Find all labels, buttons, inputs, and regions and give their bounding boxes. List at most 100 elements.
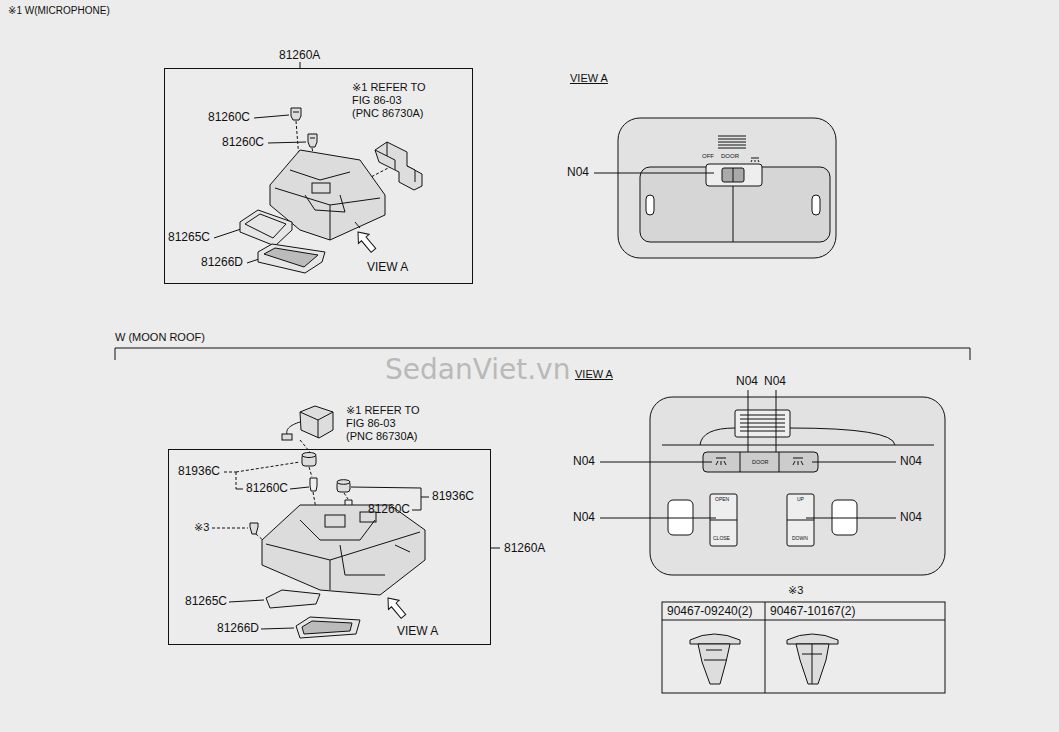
console-view <box>710 520 737 521</box>
callout-label: N04 <box>900 511 922 524</box>
dashed-leader <box>300 440 310 452</box>
lamp-icon <box>751 158 759 162</box>
callout-label: 81936C <box>432 490 474 503</box>
dashed-leader <box>236 462 300 472</box>
leader-line <box>229 600 264 602</box>
view-arrow <box>353 228 379 255</box>
callout-label: ※1 REFER TO FIG 86-03 (PNC 86730A) <box>352 81 428 120</box>
leader-line <box>421 497 429 498</box>
lens-part <box>296 617 360 638</box>
lens-part <box>266 590 360 638</box>
bulb-socket <box>302 453 350 493</box>
leader-line <box>806 518 896 519</box>
lamp-icon <box>716 458 803 465</box>
vent-lines <box>718 142 746 143</box>
leader-line <box>594 173 714 174</box>
leader-line <box>421 488 422 510</box>
clip-part <box>250 523 258 534</box>
callout-label: N04 <box>900 455 922 468</box>
console-view <box>735 410 790 437</box>
microphone-connector <box>282 434 292 440</box>
leader-line <box>268 142 306 143</box>
callout-label: W (MOON ROOF) <box>115 331 205 343</box>
vent-lines <box>740 415 785 431</box>
callout-label: ※3 <box>194 521 209 533</box>
leader-line <box>351 487 421 488</box>
vent-lines <box>740 419 785 420</box>
console-view <box>650 397 945 575</box>
clip-part <box>698 644 730 684</box>
callout-label: VIEW A <box>570 72 608 84</box>
vent-lines <box>718 139 746 140</box>
bulb-part <box>308 134 317 147</box>
callout-label: N04 <box>567 166 589 179</box>
clip-part <box>250 523 258 534</box>
vent-lines <box>740 423 785 424</box>
microphone-connector <box>375 142 395 170</box>
lens-part <box>240 210 292 246</box>
bulb-socket <box>337 480 350 485</box>
lamp-icon <box>793 458 803 465</box>
lamp-icon <box>716 458 726 465</box>
leader-line <box>491 548 500 549</box>
callout-label: 81260C <box>208 111 250 124</box>
callout-label: 81260C <box>222 136 264 149</box>
dashed-leader <box>344 493 348 499</box>
vent-lines <box>718 145 746 146</box>
bulb-part <box>291 108 301 120</box>
clip-part <box>802 644 822 684</box>
console-view <box>640 167 830 242</box>
part-frame: 81260A <box>164 68 473 284</box>
callout-label: 81265C <box>185 595 227 608</box>
callout-label: 81260C <box>368 503 410 516</box>
console-housing <box>312 183 330 193</box>
bulb-socket <box>302 453 316 458</box>
clip-table <box>662 602 945 693</box>
callout-label: 90467-10167(2) <box>770 605 855 618</box>
view-arrow <box>383 594 409 621</box>
part-number: 81260A <box>504 542 545 555</box>
leader-line <box>600 390 896 518</box>
leader-line <box>229 487 429 629</box>
clip-part <box>704 650 726 660</box>
vent-lines <box>740 431 785 432</box>
vent-lines <box>718 136 746 148</box>
leader-line <box>812 462 896 463</box>
switch-text: DOOR <box>721 153 739 160</box>
callout-label: ※3 <box>788 584 803 596</box>
clip-table <box>765 602 766 693</box>
callout-label: 81260C <box>246 482 288 495</box>
vent-lines <box>718 148 746 149</box>
console-housing <box>266 520 420 590</box>
console-view <box>733 186 734 242</box>
dashed-leader <box>224 472 236 473</box>
console-view <box>733 168 734 182</box>
callout-label: N04 <box>573 511 595 524</box>
console-view <box>706 164 762 186</box>
console-view <box>618 118 836 258</box>
vent-lines <box>740 427 785 428</box>
view-arrow <box>353 228 379 255</box>
switch-text: UP <box>797 497 804 503</box>
console-view <box>662 445 934 446</box>
vent-lines <box>740 415 785 416</box>
dashed-leader <box>309 467 312 477</box>
bulb-part <box>310 478 317 491</box>
lens-part <box>240 210 325 273</box>
console-housing <box>325 515 345 527</box>
console-view <box>703 452 818 472</box>
callout-label: 81265C <box>168 231 210 244</box>
view-arrow <box>383 594 409 621</box>
callout-label: N04 <box>764 375 786 388</box>
leader-line <box>290 487 309 489</box>
microphone-connector <box>300 406 333 438</box>
bulb-part <box>291 108 317 147</box>
lens-part <box>258 244 325 273</box>
console-view <box>787 520 814 521</box>
leader-line <box>412 510 421 511</box>
console-view <box>812 195 820 215</box>
vent-lines <box>718 136 746 137</box>
callout-label: N04 <box>573 455 595 468</box>
microphone-connector <box>407 166 415 182</box>
